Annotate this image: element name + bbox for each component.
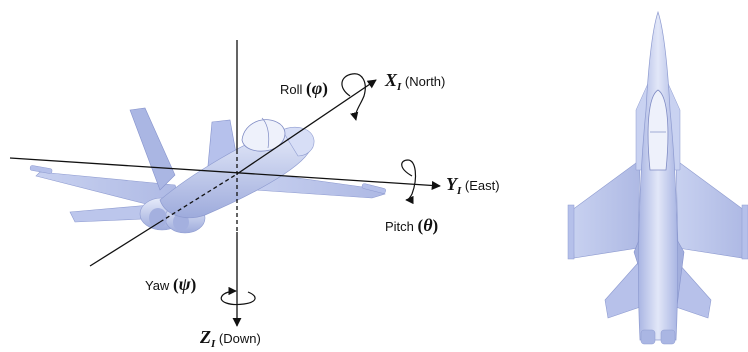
y-axis-label: YI (East): [446, 174, 500, 197]
roll-label-text: Roll: [280, 82, 303, 97]
x-axis-symbol: X: [385, 70, 398, 90]
x-axis-label: XI (North): [385, 70, 445, 93]
z-axis-symbol: Z: [200, 327, 211, 347]
x-axis-subscript: I: [397, 81, 402, 93]
y-axis-subscript: I: [457, 185, 462, 197]
x-axis-arrow: [236, 79, 377, 175]
yaw-paren-open: (: [172, 275, 179, 294]
pitch-paren-close: ): [432, 216, 439, 235]
z-axis-subscript: I: [211, 338, 216, 350]
pitch-label-text: Pitch: [385, 219, 414, 234]
y-axis-direction: (East): [464, 178, 500, 193]
roll-symbol: φ: [311, 78, 323, 98]
pitch-symbol: θ: [423, 215, 433, 235]
aircraft-3d-view: [29, 107, 386, 234]
aircraft-top-view: [567, 10, 748, 345]
pitch-rotation-arrow: [401, 159, 417, 205]
yaw-paren-close: ): [190, 275, 197, 294]
yaw-symbol: ψ: [178, 274, 191, 294]
rotation-arrows: [220, 73, 417, 306]
axis-lines: [9, 40, 441, 327]
pitch-paren-open: (: [417, 216, 424, 235]
roll-label: Roll (φ): [280, 78, 328, 99]
y-axis-symbol: Y: [446, 174, 457, 194]
x-axis-lower-line: [89, 221, 161, 267]
roll-paren-close: ): [322, 79, 328, 98]
y-axis-arrow: [9, 157, 441, 191]
x-axis-hidden-line: [159, 173, 238, 223]
z-axis-direction: (Down): [218, 331, 261, 346]
z-axis-label: ZI (Down): [200, 327, 261, 350]
yaw-label: Yaw (ψ): [145, 274, 196, 295]
yaw-label-text: Yaw: [145, 278, 170, 293]
roll-paren-open: (: [306, 79, 312, 98]
x-axis-direction: (North): [404, 74, 446, 89]
roll-rotation-arrow: [341, 73, 366, 121]
yaw-rotation-arrow: [220, 286, 256, 306]
pitch-label: Pitch (θ): [385, 215, 438, 236]
